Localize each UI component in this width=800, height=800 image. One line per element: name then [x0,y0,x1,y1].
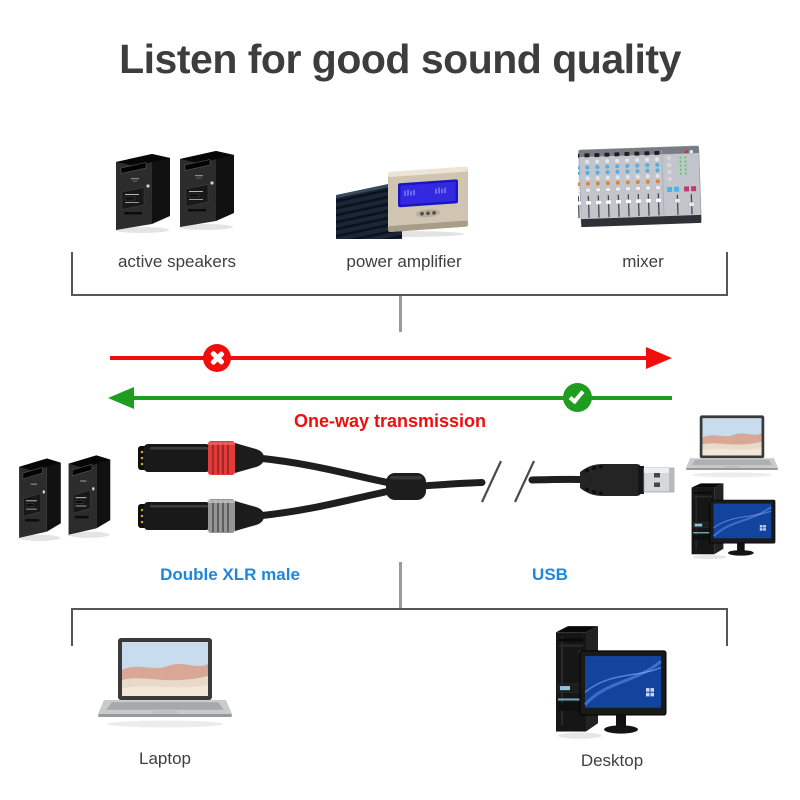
cross-circle-icon [203,344,231,372]
xlr-connector-red [138,441,264,475]
label-mixer: mixer [622,252,664,271]
label-active-speakers: active speakers [117,252,237,271]
top-bracket-stem [399,296,402,332]
speakers-small-image [18,454,111,541]
bottom-bracket-left-tick [71,608,73,646]
desktop-image [556,626,667,739]
label-desktop: Desktop [580,751,644,770]
bottom-bracket-right-tick [726,608,728,646]
amplifier-heatsink [336,181,402,239]
label-double-xlr-male: Double XLR male [160,565,300,584]
mixer-image [578,145,702,228]
desktop-side-image [691,483,776,560]
forward-arrow-head [646,347,672,369]
bottom-bracket-line [71,608,728,610]
top-bracket-line [71,294,728,296]
laptop-side-image [686,415,778,478]
top-bracket-right-tick [726,252,728,296]
label-power-amplifier: power amplifier [346,252,462,271]
check-circle-icon [563,383,592,412]
xlr-connector-gray [138,499,264,533]
page-title: Listen for good sound quality [119,36,681,82]
xlr-usb-cable-image [138,441,675,533]
active-speakers-image [115,150,235,233]
usb-connector [580,464,675,496]
forward-arrow-line [110,356,646,360]
y-junction [386,473,426,500]
mixer-channel [578,153,582,219]
check-icon [568,387,585,404]
backward-arrow-line [134,396,672,400]
speaker-box [18,458,61,541]
top-bracket-left-tick [71,252,73,296]
backward-arrow-head [108,387,134,409]
power-amplifier-image [336,166,468,239]
bottom-bracket-stem [399,562,402,610]
cross-icon [209,350,225,366]
amplifier-front-panel [388,166,468,232]
laptop-image [98,638,232,728]
one-way-transmission-label: One-way transmission [293,411,487,431]
speaker-box [115,154,170,233]
label-laptop: Laptop [139,749,191,768]
label-usb: USB [532,565,568,584]
cable-break-marks [481,460,535,503]
